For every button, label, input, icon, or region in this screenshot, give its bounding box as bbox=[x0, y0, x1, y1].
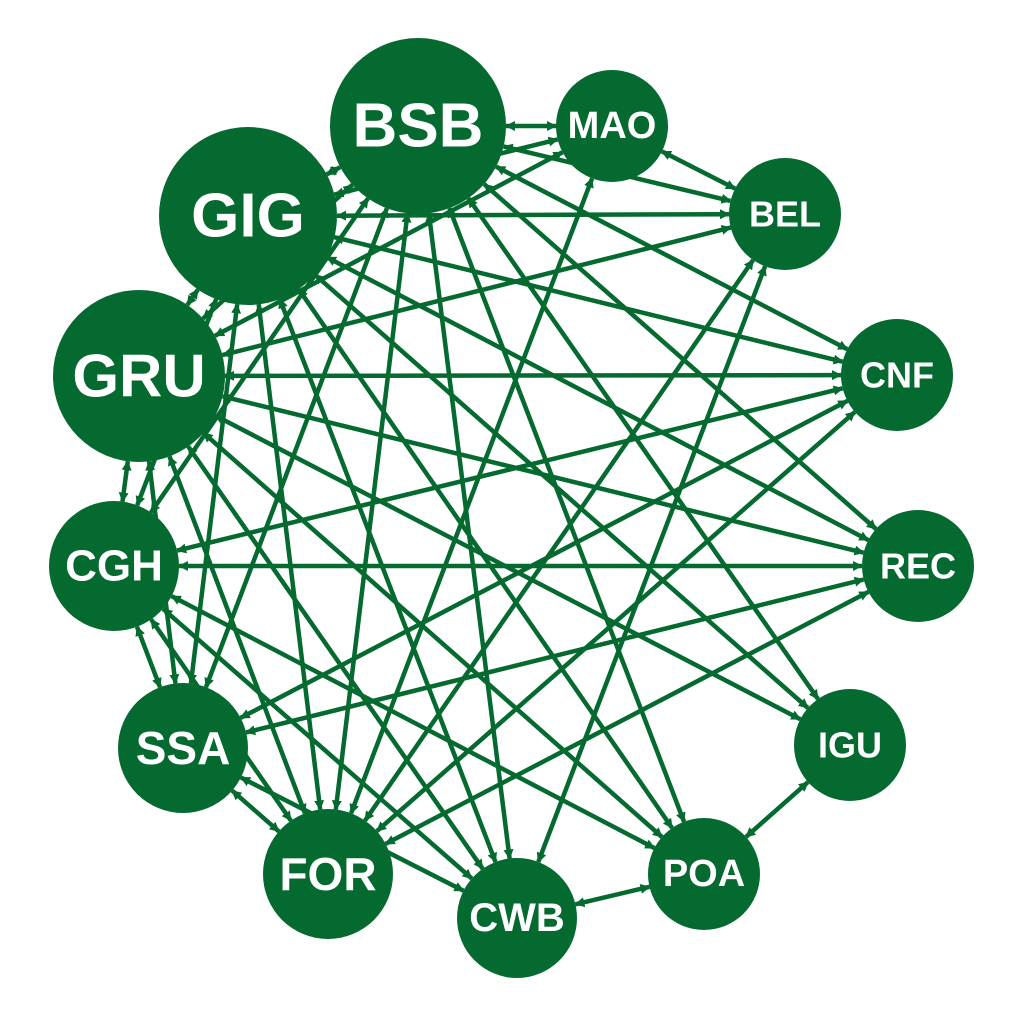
node-circle bbox=[862, 510, 974, 622]
edge-gig-bel bbox=[336, 209, 730, 221]
node-label: BSB bbox=[353, 92, 484, 161]
node-gru[interactable]: GRU bbox=[53, 290, 225, 462]
edge-mao-bel bbox=[660, 149, 737, 191]
node-bel[interactable]: BEL bbox=[729, 158, 841, 270]
node-cnf[interactable]: CNF bbox=[841, 319, 953, 431]
node-circle bbox=[263, 809, 393, 939]
node-igu[interactable]: IGU bbox=[794, 689, 906, 801]
edge-ssa-rec bbox=[245, 576, 865, 736]
edge-cwb-poa bbox=[574, 884, 651, 908]
node-circle bbox=[53, 290, 225, 462]
node-label: FOR bbox=[279, 848, 376, 900]
edge-gru-cgh bbox=[118, 460, 132, 503]
node-label: CGH bbox=[65, 542, 163, 591]
edge-gig-gru bbox=[185, 288, 200, 307]
node-for[interactable]: FOR bbox=[263, 809, 393, 939]
edge-for-bel bbox=[363, 258, 755, 822]
node-circle bbox=[729, 158, 841, 270]
edge-for-cnf bbox=[375, 410, 857, 833]
node-gig[interactable]: GIG bbox=[159, 127, 337, 305]
node-cwb[interactable]: CWB bbox=[457, 858, 577, 978]
node-circle bbox=[841, 319, 953, 431]
node-label: SSA bbox=[136, 722, 231, 774]
node-label: IGU bbox=[818, 725, 882, 766]
node-label: MAO bbox=[568, 105, 657, 147]
edge-bsb-igu bbox=[466, 196, 820, 701]
node-label: GIG bbox=[191, 182, 305, 251]
node-cgh[interactable]: CGH bbox=[49, 501, 179, 631]
node-circle bbox=[330, 38, 506, 214]
edge-poa-igu bbox=[744, 780, 810, 839]
node-label: GRU bbox=[72, 343, 205, 410]
node-label: CNF bbox=[860, 355, 934, 396]
node-poa[interactable]: POA bbox=[648, 818, 760, 930]
node-circle bbox=[159, 127, 337, 305]
edge-gru-rec bbox=[221, 393, 865, 556]
edge-gig-poa bbox=[296, 287, 674, 830]
node-label: CWB bbox=[469, 896, 565, 940]
node-circle bbox=[118, 683, 248, 813]
edge-gru-cnf bbox=[224, 370, 842, 381]
edge-cgh-poa bbox=[170, 594, 656, 851]
node-mao[interactable]: MAO bbox=[556, 70, 668, 182]
node-label: REC bbox=[880, 546, 956, 587]
node-rec[interactable]: REC bbox=[862, 510, 974, 622]
node-circle bbox=[648, 818, 760, 930]
node-layer: BSB MAO BEL CNF REC IGU POA CWB FOR SSA CGH GRU GIG bbox=[49, 38, 974, 978]
node-circle bbox=[794, 689, 906, 801]
node-bsb[interactable]: BSB bbox=[330, 38, 506, 214]
node-circle bbox=[556, 70, 668, 182]
edge-cgh-ssa bbox=[134, 625, 163, 689]
edge-cwb-bel bbox=[536, 265, 768, 863]
edge-bsb-poa bbox=[447, 207, 687, 823]
node-label: POA bbox=[663, 853, 745, 895]
node-label: BEL bbox=[749, 194, 821, 235]
node-ssa[interactable]: SSA bbox=[118, 683, 248, 813]
edge-gig-igu bbox=[313, 273, 810, 710]
edge-bsb-gig bbox=[325, 165, 342, 177]
node-circle bbox=[49, 501, 179, 631]
node-circle bbox=[457, 858, 577, 978]
